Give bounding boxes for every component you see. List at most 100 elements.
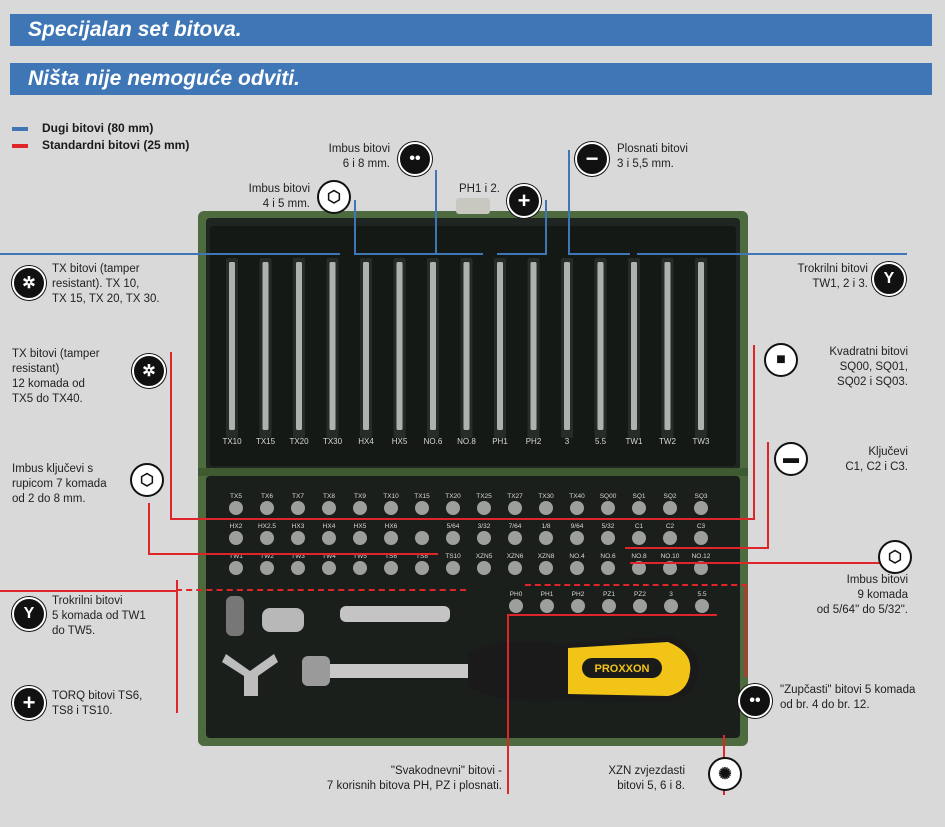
short-bit-label: XZN6 xyxy=(507,553,524,560)
short-bit-head xyxy=(632,561,646,575)
short-bit-head xyxy=(633,599,647,613)
short-bit: TX9 xyxy=(353,493,367,515)
short-bit-head xyxy=(571,599,585,613)
line-svak-h xyxy=(507,614,717,616)
short-bit-head xyxy=(415,531,429,545)
short-bit-label: C2 xyxy=(666,523,675,530)
short-bit-label: 7/64 xyxy=(509,523,522,530)
long-bit-label: TW3 xyxy=(693,437,710,446)
short-bit-label: TX8 xyxy=(323,493,335,500)
short-bit: TX7 xyxy=(291,493,305,515)
short-bit-head xyxy=(353,501,367,515)
short-bit-label: TX10 xyxy=(383,493,399,500)
hinge xyxy=(198,468,748,476)
bit-holder-short xyxy=(262,608,304,632)
long-bit-shaft xyxy=(664,262,671,430)
line-ph-h xyxy=(497,253,547,255)
short-bit: TW1 xyxy=(229,553,243,575)
callout-imbus-4-5: Imbus bitovi 4 i 5 mm. xyxy=(222,182,310,212)
long-bit-shaft xyxy=(463,262,470,430)
short-bit-head xyxy=(291,531,305,545)
short-bit-label: TX7 xyxy=(292,493,304,500)
short-bit-label: PZ2 xyxy=(634,591,646,598)
short-bit-head xyxy=(353,561,367,575)
short-bit: HX3 xyxy=(291,523,305,545)
short-bit-label: HX5 xyxy=(354,523,367,530)
line-tx-long xyxy=(0,253,340,255)
short-bit: TW5 xyxy=(353,553,367,575)
long-bit-label: TW1 xyxy=(626,437,643,446)
callout-line: do TW5. xyxy=(52,625,96,637)
short-bit-label: SQ1 xyxy=(632,493,645,500)
long-bit-shaft xyxy=(262,262,269,430)
short-bit-head xyxy=(353,531,367,545)
tri-wing-icon: Y xyxy=(12,597,46,631)
short-bit-head xyxy=(601,501,615,515)
long-bit-shaft xyxy=(530,262,537,430)
callout-line: 4 i 5 mm. xyxy=(262,198,310,210)
callout-imbus-9: Imbus bitovi 9 komada od 5/64" do 5/32". xyxy=(780,573,908,618)
long-bit-label: TX10 xyxy=(222,437,242,446)
long-bit: NO.8 xyxy=(457,258,476,446)
short-bit-head xyxy=(260,561,274,575)
line-imbuskey-h xyxy=(148,553,438,555)
callout-line: TW1, 2 i 3. xyxy=(812,278,868,290)
short-bit-head xyxy=(477,531,491,545)
line-keys-h xyxy=(625,547,769,549)
callout-xzn: XZN zvjezdasti bitovi 5, 6 i 8. xyxy=(590,764,685,794)
short-bit: TW3 xyxy=(291,553,305,575)
short-bit-label: 5/32 xyxy=(602,523,615,530)
legend-red-swatch xyxy=(12,143,28,148)
short-bit: SQ1 xyxy=(632,493,646,515)
short-bit-label: 5/64 xyxy=(447,523,460,530)
callout-zupcasti: "Zupčasti" bitovi 5 komada od br. 4 do b… xyxy=(780,683,915,713)
line-tw-long xyxy=(637,253,907,255)
tri-wing-icon: Y xyxy=(872,262,906,296)
short-bit-head xyxy=(570,531,584,545)
short-bit: TX20 xyxy=(445,493,461,515)
short-bit: C2 xyxy=(663,523,677,545)
short-bit: 9/64 xyxy=(570,523,584,545)
callout-line: Trokrilni bitovi xyxy=(797,263,868,275)
callout-line: od br. 4 do br. 12. xyxy=(780,699,870,711)
legend-standard-label: Standardni bitovi (25 mm) xyxy=(42,138,190,152)
short-bit: SQ3 xyxy=(694,493,708,515)
short-bit: TW4 xyxy=(322,553,336,575)
screwdriver-shaft xyxy=(310,664,480,678)
short-bit: 5/64 xyxy=(446,523,460,545)
short-bit-head xyxy=(446,501,460,515)
short-bit-label: TX40 xyxy=(569,493,585,500)
long-bit-shaft xyxy=(329,262,336,430)
short-bit: NO.6 xyxy=(600,553,616,575)
short-bit-head xyxy=(229,561,243,575)
short-bit-label: SQ2 xyxy=(663,493,676,500)
short-bit: C3 xyxy=(694,523,708,545)
short-bit-head xyxy=(291,501,305,515)
long-bit-shaft xyxy=(430,262,436,430)
callout-line: Imbus bitovi xyxy=(846,574,908,586)
long-bit: NO.6 xyxy=(424,258,443,446)
line-imbus45-v xyxy=(354,200,356,255)
callout-line: Trokrilni bitovi xyxy=(52,595,123,607)
short-bit-label: 1/8 xyxy=(541,523,550,530)
line-imbus68-v xyxy=(435,170,437,255)
short-bit-label: HX2 xyxy=(230,523,243,530)
short-bit: XZN6 xyxy=(507,553,524,575)
short-bit-label: TX30 xyxy=(538,493,554,500)
short-bit-label: SQ3 xyxy=(694,493,707,500)
short-bit-head xyxy=(260,501,274,515)
spanner-dots-icon: •• xyxy=(738,684,772,718)
hexagon-icon: ⬡ xyxy=(878,540,912,574)
long-bit: TW1 xyxy=(626,258,643,446)
short-bit: TX30 xyxy=(538,493,554,515)
callout-line: XZN zvjezdasti xyxy=(608,765,685,777)
long-bit-label: TX15 xyxy=(256,437,276,446)
short-bit-head xyxy=(632,531,646,545)
line-torq-v xyxy=(176,580,178,713)
long-bit-label: NO.6 xyxy=(424,437,443,446)
short-bit: HX6 xyxy=(384,523,398,545)
long-bit: TW3 xyxy=(693,258,710,446)
short-bit: SQ00 xyxy=(600,493,617,515)
long-bit-shaft xyxy=(597,262,604,430)
